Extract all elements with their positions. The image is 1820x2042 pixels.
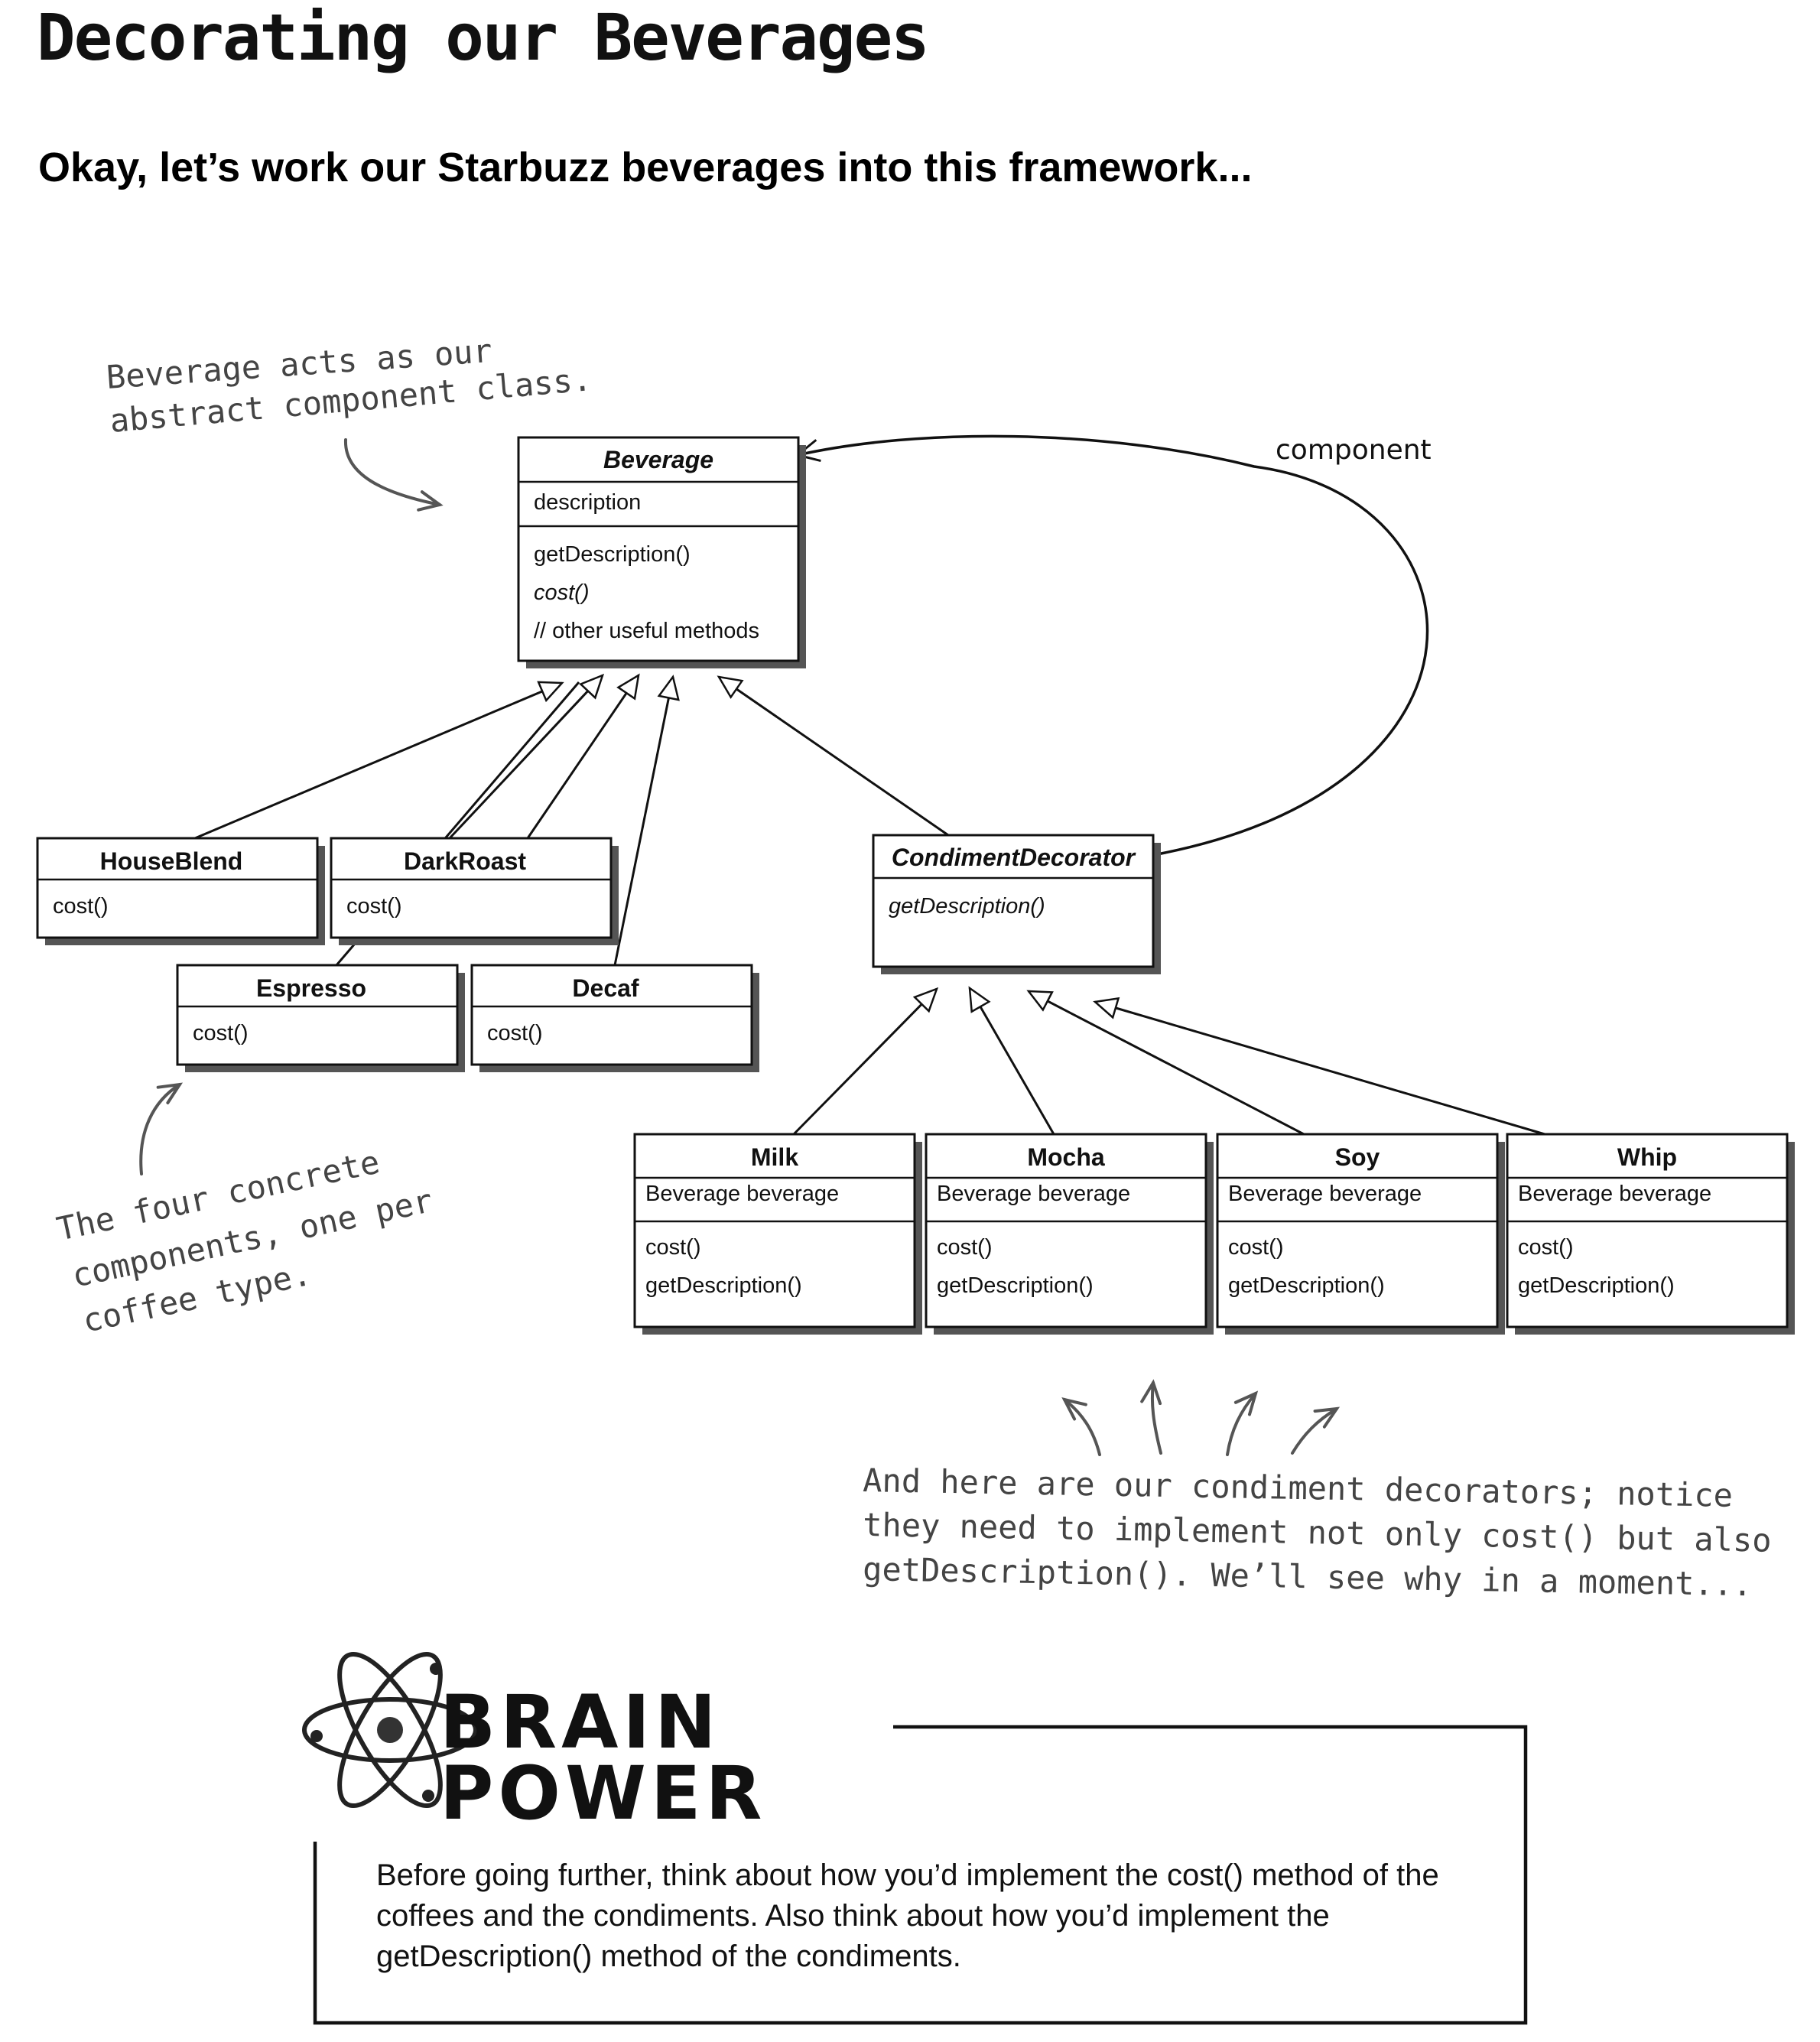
- hand-arrow: [1061, 1397, 1101, 1456]
- edge-soy-condimentdecorator: [1026, 990, 1305, 1136]
- class-method: getDescription(): [937, 1273, 1094, 1298]
- class-attribute: Beverage beverage: [645, 1182, 839, 1206]
- annotation-concrete-components: The four concrete components, one per co…: [54, 1082, 436, 1340]
- edge-mocha-condimentdecorator: [968, 986, 1055, 1135]
- edge-darkroast-beverage-2: [526, 673, 640, 839]
- class-name: HouseBlend: [100, 847, 243, 875]
- class-beverage: Beverage description getDescription() co…: [517, 436, 806, 668]
- edge-darkroast-beverage: [448, 673, 605, 840]
- class-method: cost(): [487, 1021, 543, 1045]
- class-name: Beverage: [603, 446, 713, 473]
- class-method: cost(): [1518, 1235, 1574, 1260]
- class-attribute: Beverage beverage: [937, 1182, 1130, 1206]
- class-method: getDescription(): [1518, 1273, 1675, 1298]
- hand-arrow: [1226, 1390, 1259, 1456]
- annotation-condiment-decorators: And here are our condiment decorators; n…: [863, 1379, 1772, 1603]
- hand-arrow: [139, 1082, 184, 1175]
- class-milk: Milk Beverage beverage cost() getDescrip…: [633, 1133, 922, 1335]
- class-name: CondimentDecorator: [892, 844, 1136, 871]
- class-method: cost(): [193, 1021, 249, 1045]
- class-method: cost(): [346, 894, 402, 919]
- class-attribute: Beverage beverage: [1228, 1182, 1422, 1206]
- class-name: Soy: [1335, 1143, 1380, 1171]
- edge-milk-condimentdecorator: [792, 987, 939, 1136]
- class-name: Mocha: [1027, 1143, 1105, 1171]
- component-association: [795, 434, 1429, 857]
- class-name: Espresso: [256, 974, 366, 1002]
- component-label: component: [1276, 434, 1432, 466]
- class-method: getDescription(): [645, 1273, 802, 1298]
- hand-arrow: [343, 438, 444, 512]
- class-darkroast: DarkRoast cost(): [330, 837, 619, 945]
- inheritance-edges-decorators: [792, 986, 1545, 1136]
- class-name: Decaf: [572, 974, 639, 1002]
- class-method: cost(): [937, 1235, 993, 1260]
- class-name: DarkRoast: [404, 847, 526, 875]
- class-method: cost(): [53, 894, 109, 919]
- hand-arrow: [1291, 1406, 1341, 1455]
- subtitle: Okay, let’s work our Starbuzz beverages …: [38, 145, 1253, 190]
- edge-condimentdecorator-beverage: [717, 675, 949, 837]
- class-condimentdecorator: CondimentDecorator getDescription(): [872, 834, 1161, 974]
- brain-power-logo: BRAIN POWER: [302, 1651, 766, 1836]
- page-title: Decorating our Beverages: [37, 0, 930, 75]
- annotation-line: getDescription(). We’ll see why in a mom…: [863, 1550, 1753, 1603]
- class-soy: Soy Beverage beverage cost() getDescript…: [1216, 1133, 1505, 1335]
- edge-decaf-beverage: [613, 675, 680, 966]
- class-houseblend: HouseBlend cost(): [36, 837, 325, 945]
- class-method: getDescription(): [1228, 1273, 1385, 1298]
- class-whip: Whip Beverage beverage cost() getDescrip…: [1506, 1133, 1795, 1335]
- brain-power-frame: [313, 1725, 1528, 2025]
- class-espresso: Espresso cost(): [176, 964, 465, 1072]
- class-name: Milk: [751, 1143, 798, 1171]
- class-method: getDescription(): [534, 542, 691, 567]
- brain-power-logo-line2: POWER: [440, 1751, 766, 1836]
- class-decaf: Decaf cost(): [470, 964, 759, 1072]
- class-method-abstract: cost(): [534, 580, 590, 605]
- class-name: Whip: [1617, 1143, 1677, 1171]
- class-method: cost(): [645, 1235, 701, 1260]
- brain-power-text: Before going further, think about how yo…: [376, 1858, 1439, 1973]
- brain-power-logo-line1: BRAIN: [440, 1679, 720, 1765]
- class-method: cost(): [1228, 1235, 1284, 1260]
- class-mocha: Mocha Beverage beverage cost() getDescri…: [925, 1133, 1214, 1335]
- edge-whip-condimentdecorator: [1093, 997, 1545, 1136]
- class-method: // other useful methods: [534, 619, 759, 643]
- annotation-line: And here are our condiment decorators; n…: [863, 1462, 1734, 1514]
- atom-icon: [302, 1651, 478, 1809]
- class-attribute: Beverage beverage: [1518, 1182, 1711, 1206]
- class-attribute: description: [534, 490, 641, 515]
- annotation-line: they need to implement not only cost() b…: [863, 1506, 1772, 1559]
- edge-houseblend-beverage: [194, 681, 564, 840]
- hand-arrow: [1140, 1379, 1162, 1455]
- class-method-abstract: getDescription(): [889, 894, 1045, 919]
- inheritance-edges-components: [194, 673, 949, 966]
